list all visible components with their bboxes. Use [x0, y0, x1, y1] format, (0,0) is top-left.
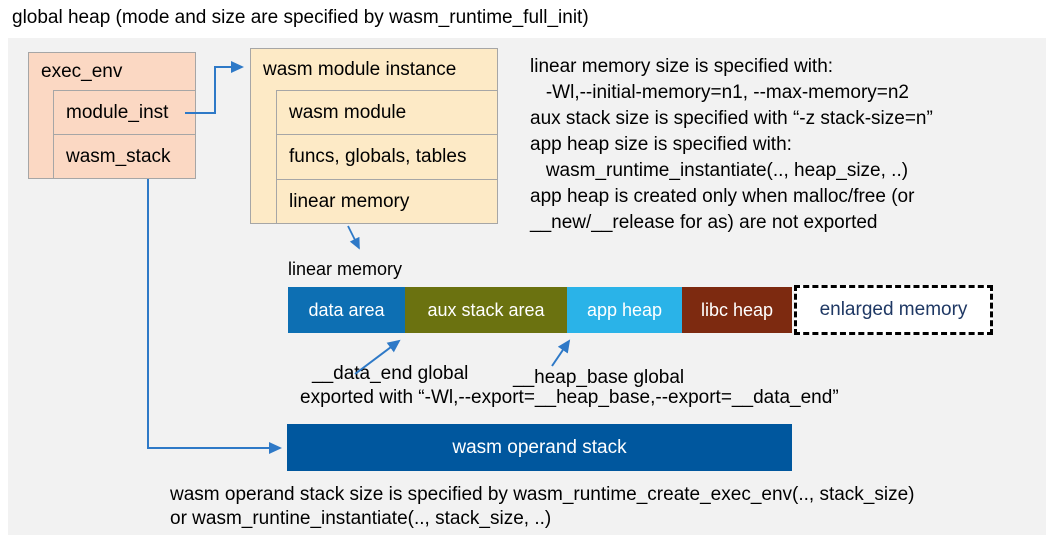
- note-line: linear memory size is specified with:: [530, 56, 834, 77]
- segment-libc-heap: libc heap: [682, 287, 792, 333]
- module-instance-box: wasm module instance wasm module funcs, …: [250, 48, 498, 224]
- heap-base-global-label: __heap_base global: [513, 367, 685, 388]
- note-line: or wasm_runtine_instantiate(.., stack_si…: [170, 508, 552, 529]
- segment-app-heap: app heap: [567, 287, 682, 333]
- note-line: app heap is created only when malloc/fre…: [530, 186, 915, 207]
- exec-env-field-module-inst: module_inst: [53, 90, 196, 135]
- module-instance-field-linear-memory: linear memory: [276, 179, 498, 224]
- segment-enlarged-memory: enlarged memory: [794, 285, 993, 335]
- note-line: wasm operand stack size is specified by …: [170, 484, 915, 505]
- module-instance-field-wasm-module: wasm module: [276, 90, 498, 135]
- linear-memory-notes: linear memory size is specified with: -W…: [530, 54, 933, 236]
- exec-env-header: exec_env: [41, 60, 123, 82]
- note-line: app heap size is specified with:: [530, 134, 792, 155]
- segment-data-area: data area: [288, 287, 405, 333]
- diagram-title: global heap (mode and size are specified…: [12, 7, 589, 28]
- data-end-global-label: __data_end global: [312, 363, 469, 384]
- operand-stack-notes: wasm operand stack size is specified by …: [170, 483, 915, 531]
- module-instance-field-funcs-globals-tables: funcs, globals, tables: [276, 134, 498, 180]
- exported-with-label: exported with “-Wl,--export=__heap_base,…: [300, 387, 839, 408]
- note-line: __new/__release for as) are not exported: [530, 212, 878, 233]
- wasm-operand-stack-bar: wasm operand stack: [287, 424, 792, 471]
- segment-aux-stack-area: aux stack area: [405, 287, 567, 333]
- exec-env-field-wasm-stack: wasm_stack: [53, 134, 196, 179]
- exec-env-box: exec_env module_inst wasm_stack: [28, 52, 196, 179]
- module-instance-header: wasm module instance: [263, 58, 457, 80]
- linear-memory-label: linear memory: [288, 259, 403, 279]
- note-line: aux stack size is specified with “-z sta…: [530, 108, 933, 129]
- note-line: wasm_runtime_instantiate(.., heap_size, …: [530, 160, 909, 181]
- note-line: -Wl,--initial-memory=n1, --max-memory=n2: [530, 82, 909, 103]
